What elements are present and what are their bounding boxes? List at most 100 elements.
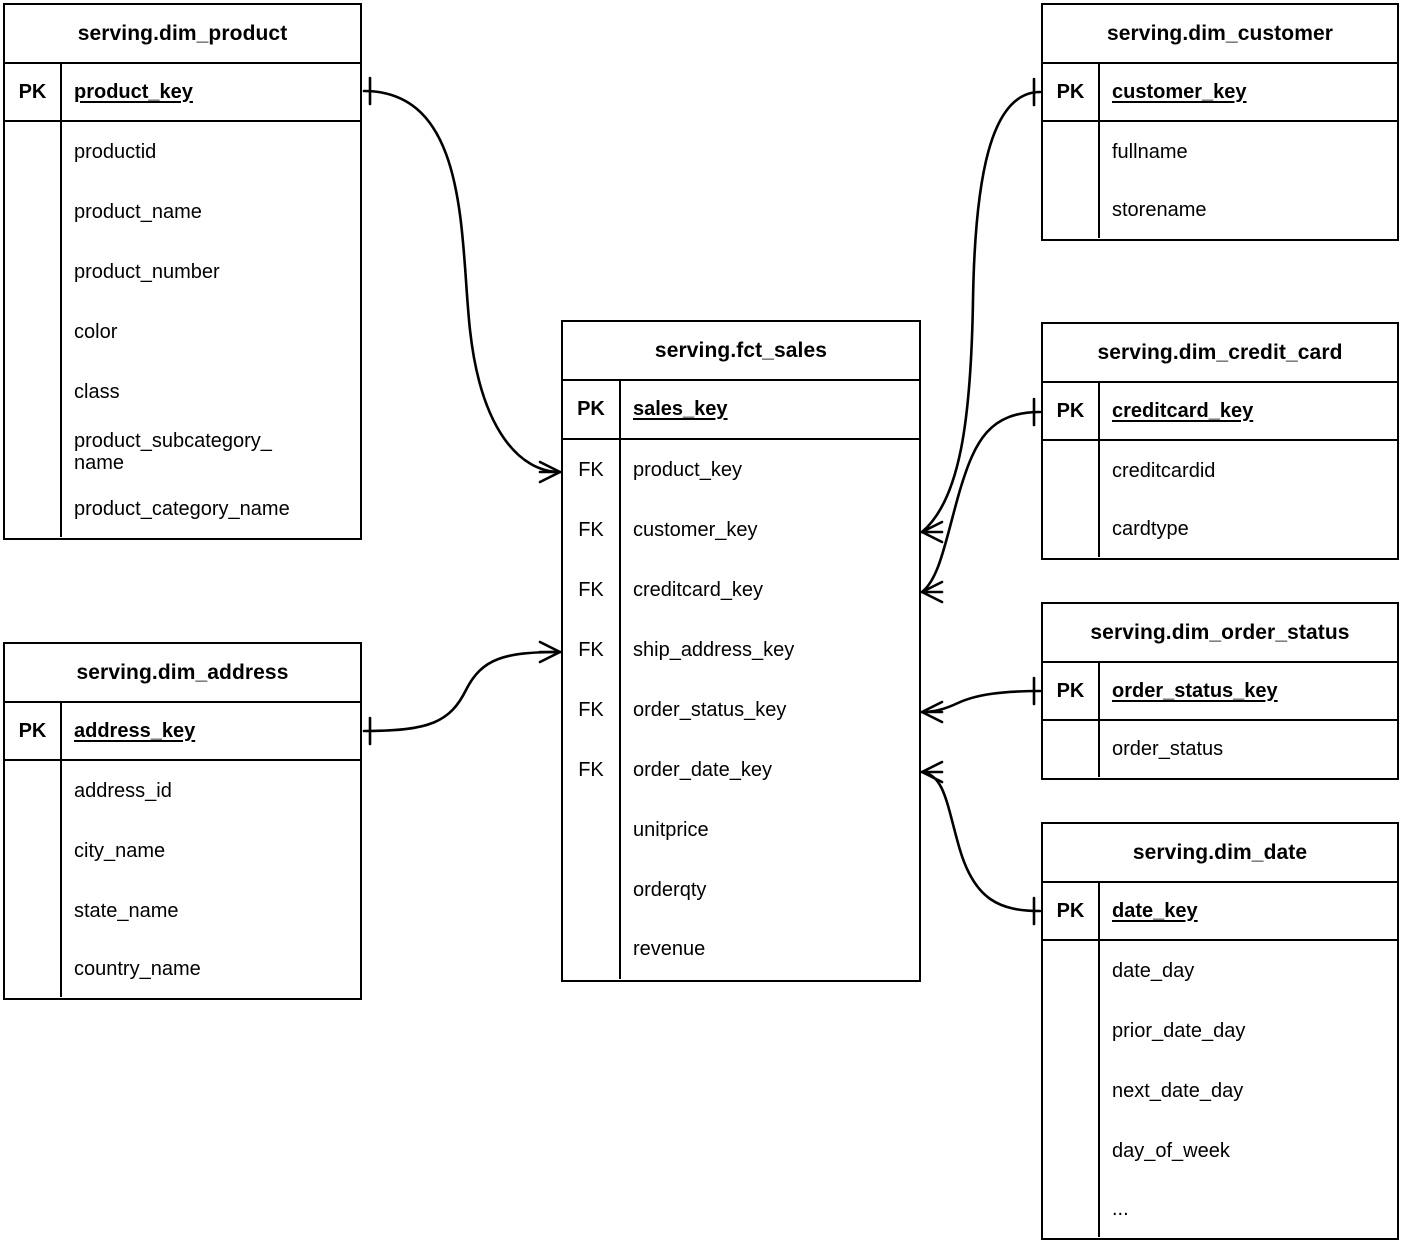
key-cell — [5, 182, 60, 242]
key-cell — [563, 920, 619, 979]
name-column-dim-product: productid product_name product_number co… — [62, 122, 360, 537]
key-cell — [5, 761, 60, 821]
key-cell — [1043, 941, 1098, 1001]
relationship-line — [920, 689, 1042, 714]
name-column-dim-address: address_id city_name state_name country_… — [62, 761, 360, 997]
entity-fct-sales[interactable]: serving.fct_sales PK sales_key FK FK FK … — [561, 320, 921, 982]
name-column-dim-customer: fullname storename — [1100, 122, 1397, 238]
crowsfoot-marker-sales-creditcard — [920, 580, 944, 604]
entity-dim-order-status[interactable]: serving.dim_order_status PK order_status… — [1041, 602, 1399, 780]
entity-dim-date[interactable]: serving.dim_date PK date_key date_day pr… — [1041, 822, 1399, 1240]
key-column-dim-address — [5, 761, 62, 997]
pk-field-dim-address[interactable]: address_key — [74, 719, 196, 742]
relationship-creditcard-to-sales — [920, 397, 1042, 604]
relationship-line — [920, 410, 1042, 594]
pk-badge-dim-order-status: PK — [1043, 663, 1100, 719]
key-cell — [563, 800, 619, 860]
attribute-row[interactable]: product_number — [74, 260, 220, 283]
fk-badge: FK — [578, 458, 604, 481]
entity-dim-product[interactable]: serving.dim_product PK product_key produ… — [3, 3, 362, 540]
fk-badge: FK — [578, 758, 604, 781]
attribute-row[interactable]: orderqty — [633, 878, 707, 901]
attribute-row[interactable]: revenue — [633, 938, 706, 961]
pk-field-dim-date[interactable]: date_key — [1112, 899, 1198, 922]
relationship-address-to-sales — [362, 640, 562, 746]
attribute-row[interactable]: product_key — [633, 458, 742, 481]
key-cell — [1043, 1121, 1098, 1181]
attribute-row[interactable]: day_of_week — [1112, 1139, 1230, 1162]
crowsfoot-marker-sales-customer — [920, 520, 944, 544]
pk-field-dim-customer[interactable]: customer_key — [1112, 80, 1247, 103]
entity-dim-customer[interactable]: serving.dim_customer PK customer_key ful… — [1041, 3, 1399, 241]
attribute-row[interactable]: order_date_key — [633, 758, 772, 781]
attribute-row[interactable]: prior_date_day — [1112, 1019, 1246, 1042]
name-column-dim-date: date_day prior_date_day next_date_day da… — [1100, 941, 1397, 1237]
attribute-row[interactable]: order_status_key — [633, 698, 787, 721]
entity-dim-credit-card[interactable]: serving.dim_credit_card PK creditcard_ke… — [1041, 322, 1399, 560]
key-cell — [5, 941, 60, 997]
attribute-row[interactable]: customer_key — [633, 518, 758, 541]
entity-title-dim-credit-card: serving.dim_credit_card — [1043, 324, 1397, 383]
key-cell — [5, 242, 60, 302]
attribute-row[interactable]: country_name — [74, 957, 201, 980]
key-cell — [1043, 1061, 1098, 1121]
attribute-row[interactable]: date_day — [1112, 959, 1195, 982]
entity-title-dim-product: serving.dim_product — [5, 5, 360, 64]
attribute-row[interactable]: order_status — [1112, 737, 1224, 760]
attribute-row[interactable]: unitprice — [633, 818, 709, 841]
pk-field-fct-sales[interactable]: sales_key — [633, 398, 728, 420]
fk-badge: FK — [578, 578, 604, 601]
relationship-date-to-sales — [920, 760, 1042, 926]
attribute-row[interactable]: ... — [1112, 1197, 1129, 1220]
pk-field-dim-order-status[interactable]: order_status_key — [1112, 679, 1278, 702]
entity-dim-address[interactable]: serving.dim_address PK address_key addre… — [3, 642, 362, 1000]
key-cell — [1043, 441, 1098, 501]
attribute-row[interactable]: productid — [74, 140, 157, 163]
attribute-row[interactable]: storename — [1112, 198, 1207, 221]
pk-field-dim-credit-card[interactable]: creditcard_key — [1112, 399, 1254, 422]
key-cell — [5, 122, 60, 182]
entity-title-fct-sales: serving.fct_sales — [563, 322, 919, 381]
key-cell — [1043, 1181, 1098, 1237]
attribute-row[interactable]: product_category_name — [74, 498, 290, 521]
fk-badge: FK — [578, 638, 604, 661]
key-cell — [5, 362, 60, 422]
attribute-row[interactable]: product_name — [74, 200, 202, 223]
attribute-row[interactable]: creditcardid — [1112, 459, 1216, 482]
attribute-row[interactable]: class — [74, 380, 120, 403]
attribute-row[interactable]: city_name — [74, 839, 166, 862]
attribute-row[interactable]: cardtype — [1112, 517, 1189, 540]
attribute-row[interactable]: ship_address_key — [633, 638, 795, 661]
attribute-row[interactable]: address_id — [74, 779, 172, 802]
attribute-row[interactable]: product_subcategory_ name — [74, 429, 272, 474]
attribute-row[interactable]: state_name — [74, 899, 179, 922]
pk-badge-fct-sales: PK — [563, 381, 621, 438]
key-cell — [5, 482, 60, 537]
attribute-row[interactable]: color — [74, 320, 118, 343]
relationship-product-to-sales — [362, 76, 562, 484]
name-column-dim-order-status: order_status — [1100, 721, 1397, 777]
fk-badge: FK — [578, 698, 604, 721]
attribute-row[interactable]: next_date_day — [1112, 1079, 1244, 1102]
key-cell — [563, 860, 619, 920]
pk-badge-dim-credit-card: PK — [1043, 383, 1100, 439]
key-cell — [5, 881, 60, 941]
key-column-dim-product — [5, 122, 62, 537]
attribute-row[interactable]: creditcard_key — [633, 578, 764, 601]
crowsfoot-marker-sales-product — [538, 460, 562, 484]
key-cell — [1043, 122, 1098, 182]
attribute-row[interactable]: fullname — [1112, 140, 1188, 163]
key-column-dim-order-status — [1043, 721, 1100, 777]
key-cell — [5, 821, 60, 881]
crowsfoot-marker-sales-date — [920, 760, 944, 784]
key-column-dim-date — [1043, 941, 1100, 1237]
pk-badge-dim-customer: PK — [1043, 64, 1100, 120]
entity-title-dim-customer: serving.dim_customer — [1043, 5, 1397, 64]
crowsfoot-marker-sales-address — [538, 640, 562, 664]
pk-badge-dim-product: PK — [5, 64, 62, 120]
fk-badge: FK — [578, 518, 604, 541]
pk-badge-dim-date: PK — [1043, 883, 1100, 939]
pk-field-dim-product[interactable]: product_key — [74, 80, 193, 103]
relationship-line — [362, 89, 562, 474]
